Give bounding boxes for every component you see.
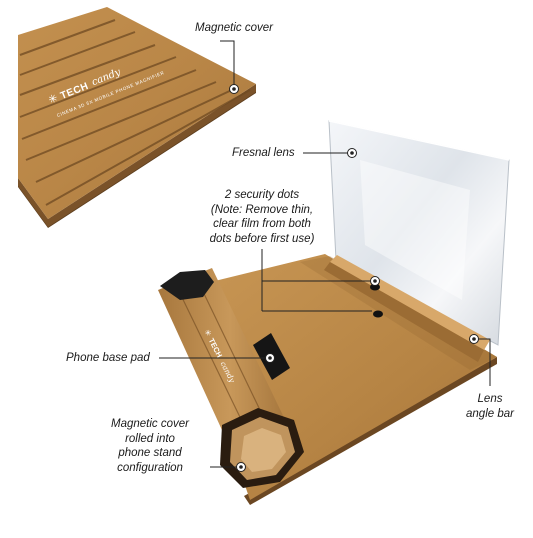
callout-markers bbox=[229, 84, 479, 472]
security-dots-title: 2 security dots bbox=[224, 189, 300, 201]
cover-grooves bbox=[19, 19, 251, 206]
rolled-cover-line-3: phone stand bbox=[118, 447, 182, 459]
label-phone-base-pad: Phone base pad bbox=[66, 352, 150, 364]
security-dots-note-3: dots before first use) bbox=[209, 232, 315, 245]
angle-bar-front bbox=[330, 255, 490, 350]
cover-bottom-layer bbox=[18, 84, 256, 227]
security-dots-note-2: clear film from both bbox=[213, 218, 311, 230]
tube-brand-star-icon: ✳ bbox=[202, 328, 213, 338]
label-rolled-cover: Magnetic cover rolled into phone stand c… bbox=[100, 417, 200, 475]
rolled-cover-stand: ✳ TECH candy bbox=[158, 268, 304, 488]
brand-star-icon: ✳ bbox=[46, 91, 59, 107]
rolled-cover-line-1: Magnetic cover bbox=[111, 418, 189, 430]
leader-magnetic-cover bbox=[220, 40, 235, 88]
tube-open-end-hole bbox=[241, 428, 286, 472]
label-security-dots: 2 security dots (Note: Remove thin, clea… bbox=[197, 188, 327, 246]
lens-reflection bbox=[360, 160, 470, 300]
base-side-edge bbox=[244, 357, 497, 505]
lens-angle-bar bbox=[324, 255, 490, 362]
tube-end-cap bbox=[160, 270, 214, 300]
rolled-cover-line-2: rolled into bbox=[125, 432, 175, 445]
security-dots-note-1: (Note: Remove thin, bbox=[210, 203, 314, 216]
cover-top-face bbox=[18, 7, 256, 219]
callout-lines bbox=[159, 40, 491, 468]
label-magnetic-cover: Magnetic cover bbox=[195, 22, 273, 34]
lens-angle-bar-line-2: angle bar bbox=[466, 407, 514, 420]
angle-bar-side bbox=[324, 262, 484, 362]
label-lens-angle-bar: Lens angle bar bbox=[458, 392, 522, 421]
security-dot-2 bbox=[373, 310, 383, 318]
lens-angle-bar-line-1: Lens bbox=[477, 393, 503, 405]
label-fresnal-lens: Fresnal lens bbox=[232, 147, 295, 159]
fresnel-lens bbox=[328, 120, 510, 346]
leader-lens-angle-bar bbox=[476, 338, 491, 386]
rolled-cover-line-4: configuration bbox=[117, 461, 183, 474]
closed-cover: ✳ TECH candy CINEMA 3D 6X MOBILE PHONE M… bbox=[18, 7, 256, 228]
